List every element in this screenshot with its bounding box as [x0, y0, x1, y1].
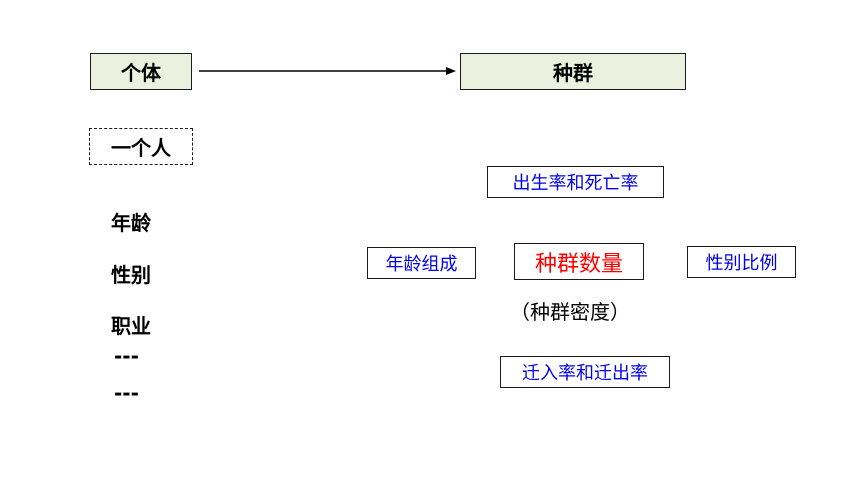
- birth-death-rate-box: 出生率和死亡率: [487, 166, 664, 198]
- example-label: 一个人: [111, 136, 171, 160]
- population-box: 种群: [460, 53, 686, 90]
- population-size-label: 种群数量: [534, 251, 623, 277]
- trait-item: ---: [114, 381, 139, 405]
- example-box: 一个人: [89, 128, 193, 165]
- population-size-box: 种群数量: [514, 243, 644, 280]
- sex-ratio-box: 性别比例: [687, 246, 796, 278]
- individual-box: 个体: [90, 53, 192, 90]
- sex-ratio-label: 性别比例: [705, 253, 778, 274]
- trait-item: 职业: [111, 314, 151, 338]
- age-structure-box: 年龄组成: [367, 247, 476, 279]
- individual-label: 个体: [121, 61, 161, 85]
- trait-item: 性别: [111, 263, 151, 287]
- population-label: 种群: [553, 61, 593, 85]
- trait-item: ---: [114, 344, 139, 368]
- age-structure-label: 年龄组成: [385, 254, 458, 275]
- birth-death-rate-label: 出生率和死亡率: [512, 173, 639, 194]
- trait-item: 年龄: [111, 211, 151, 235]
- migration-rate-box: 迁入率和迁出率: [500, 356, 670, 388]
- population-density-note: （种群密度）: [510, 300, 630, 324]
- migration-rate-label: 迁入率和迁出率: [522, 363, 648, 384]
